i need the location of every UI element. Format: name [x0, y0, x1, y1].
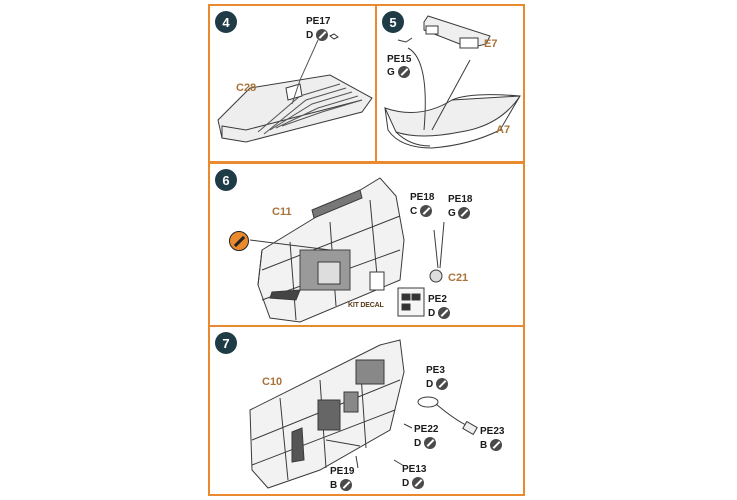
paint-icon: [229, 231, 249, 251]
step-7-pe13-label: PE13: [402, 464, 427, 475]
step-5-badge: 5: [382, 11, 404, 33]
glue-icon: [436, 378, 448, 390]
step-7-pe19-code: B: [330, 480, 338, 491]
step-7-pe3-code: D: [426, 379, 434, 390]
part-c10-drawing: [249, 339, 478, 489]
step-6-pe2-code: D: [428, 308, 436, 319]
glue-icon: [340, 479, 352, 491]
step-5-pe15-code: G: [387, 67, 395, 78]
step-6-pe18-g-label: PE18: [448, 194, 473, 205]
glue-icon: [316, 29, 328, 41]
step-7-badge: 7: [215, 332, 237, 354]
step-7-pe19-label: PE19: [330, 466, 355, 477]
step-7-pe22-label: PE22: [414, 424, 439, 435]
part-c28-drawing: [217, 33, 373, 143]
step-7-pe22-code: D: [414, 438, 422, 449]
glue-icon: [424, 437, 436, 449]
step-6-badge: 6: [215, 169, 237, 191]
step-6-c21-label: C21: [448, 272, 469, 284]
step-7-c10-label: C10: [262, 376, 283, 388]
step-7-pe13-code: D: [402, 478, 410, 489]
step-5-e7-label: E7: [484, 38, 498, 50]
part-a7-drawing: [384, 94, 521, 149]
step-7-pe23-code: B: [480, 440, 488, 451]
glue-icon: [438, 307, 450, 319]
part-e7-drawing: [397, 15, 491, 131]
step-7-pe3-label: PE3: [426, 365, 445, 376]
step-5-a7-label: A7: [496, 124, 511, 136]
step-7-pe23-label: PE23: [480, 426, 505, 437]
step-6-c11-label: C11: [272, 206, 292, 218]
glue-icon: [420, 205, 432, 217]
glue-icon: [458, 207, 470, 219]
part-c11-drawing: [249, 177, 445, 323]
step-4-pe17-label: PE17: [306, 16, 331, 27]
step-6-pe2-label: PE2: [428, 294, 447, 305]
step-5-pe15-label: PE15: [387, 54, 412, 65]
step-4-pe17-code: D: [306, 30, 314, 41]
step-6-kit-decal-label: KIT DECAL: [348, 302, 384, 309]
step-4-c28-label: C28: [236, 82, 257, 94]
glue-icon: [398, 66, 410, 78]
glue-icon: [490, 439, 502, 451]
step-4-badge: 4: [215, 11, 237, 33]
step-6-pe18-c-label: PE18: [410, 192, 435, 203]
step-6-pe18-c-code: C: [410, 206, 418, 217]
step-6-pe18-g-code: G: [448, 208, 456, 219]
glue-icon: [412, 477, 424, 489]
